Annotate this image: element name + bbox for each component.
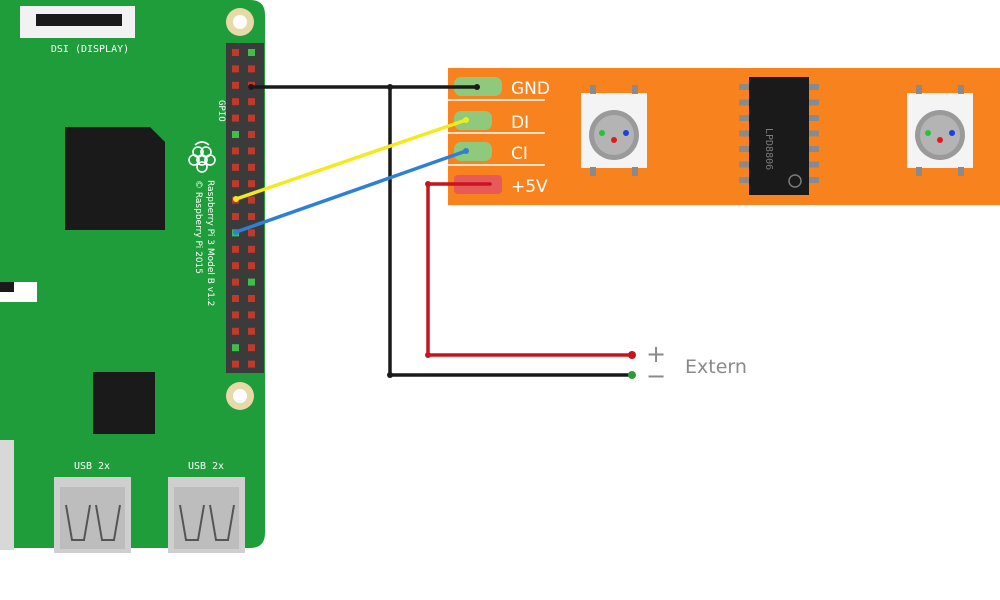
gpio-pin (232, 131, 239, 138)
gpio-pin (232, 327, 239, 335)
gpio-pin (232, 163, 239, 171)
pin-label-gnd: GND (511, 79, 550, 99)
gpio-pin (232, 278, 239, 286)
gpio-pin (248, 229, 255, 237)
plus-sign: + (646, 340, 666, 368)
gpio-pin (232, 295, 239, 302)
gpio-pin (232, 344, 239, 352)
pin-label-ci: CI (511, 144, 528, 164)
gpio-pin (248, 278, 255, 286)
gpio-pin (232, 81, 239, 89)
pad-di (454, 111, 492, 130)
soc-chip (65, 127, 165, 230)
chip-leg (739, 84, 749, 90)
gpio-pin (248, 344, 255, 352)
gpio-pin (232, 262, 239, 270)
data-wire (234, 118, 468, 201)
gpio-pin (248, 147, 255, 155)
gpio-label: GPIO (216, 100, 226, 122)
chip-leg (809, 115, 819, 121)
ethernet-chip (93, 372, 155, 434)
copyright-label: © Raspberry Pi 2015 (193, 180, 203, 274)
model-label: Raspberry Pi 3 Model B v1.2 (205, 180, 215, 306)
gpio-pin (232, 49, 239, 56)
gpio-pin (248, 98, 255, 106)
chip-leg (739, 130, 749, 137)
gpio-pin (248, 295, 255, 302)
gpio-pin (248, 65, 255, 73)
gpio-pin (248, 327, 255, 335)
clock-wire (234, 149, 468, 234)
chip-leg (809, 146, 819, 152)
gpio-pin (232, 180, 239, 188)
pin-label-5v: +5V (511, 177, 548, 197)
chip-leg (809, 99, 819, 106)
driver-chip: LPD8806 (739, 77, 819, 195)
chip-leg (809, 130, 819, 137)
usb-label: USB 2x (188, 461, 224, 472)
raspberry-logo-icon (188, 141, 216, 173)
chip-leg (809, 161, 819, 168)
power-wire (426, 182, 634, 357)
rgb-led-icon (907, 85, 973, 176)
gpio-pin (248, 49, 255, 56)
gpio-pin (232, 360, 239, 368)
pin-label-di: DI (511, 113, 529, 133)
gpio-pin (232, 65, 239, 73)
gpio-pin (248, 245, 255, 253)
chip-leg (739, 177, 749, 183)
gpio-pin (232, 98, 239, 106)
usb-label: USB 2x (74, 461, 110, 472)
usb-port-2: USB 2x (168, 461, 245, 553)
chip-leg (739, 115, 749, 121)
chip-leg (739, 161, 749, 168)
gpio-pin (248, 360, 255, 368)
chip-leg (739, 99, 749, 106)
rgb-led-icon (581, 85, 647, 176)
minus-sign: − (646, 362, 666, 390)
gpio-pin (248, 131, 255, 138)
chip-leg (809, 84, 819, 90)
external-supply: + − Extern (646, 340, 747, 390)
chip-leg (809, 177, 819, 183)
gpio-pin (248, 180, 255, 188)
wire-endpoints (233, 84, 636, 379)
side-port (0, 440, 14, 550)
pad-ci (454, 142, 492, 161)
gpio-pin (248, 163, 255, 171)
chip-label: LPD8806 (763, 128, 774, 170)
raspberry-pi-board: DSI (DISPLAY) GPIO Raspberry Pi 3 Model … (0, 0, 265, 553)
gpio-pin (232, 245, 239, 253)
chip-leg (739, 146, 749, 152)
gpio-pin (248, 311, 255, 319)
gpio-pin (232, 147, 239, 155)
usb-port-1: USB 2x (54, 461, 131, 553)
gpio-pin (248, 213, 255, 220)
dsi-label: DSI (DISPLAY) (51, 44, 129, 55)
gpio-pin (248, 196, 255, 204)
gpio-pin (248, 262, 255, 270)
led-strip: GND DI CI +5V (448, 68, 1000, 205)
gpio-pin (232, 213, 239, 220)
gpio-pin (232, 114, 239, 122)
gpio-header: GPIO (216, 43, 264, 373)
extern-label: Extern (685, 356, 747, 378)
dsi-connector: DSI (DISPLAY) (20, 6, 135, 55)
gpio-pin (248, 114, 255, 122)
gpio-pin (232, 311, 239, 319)
